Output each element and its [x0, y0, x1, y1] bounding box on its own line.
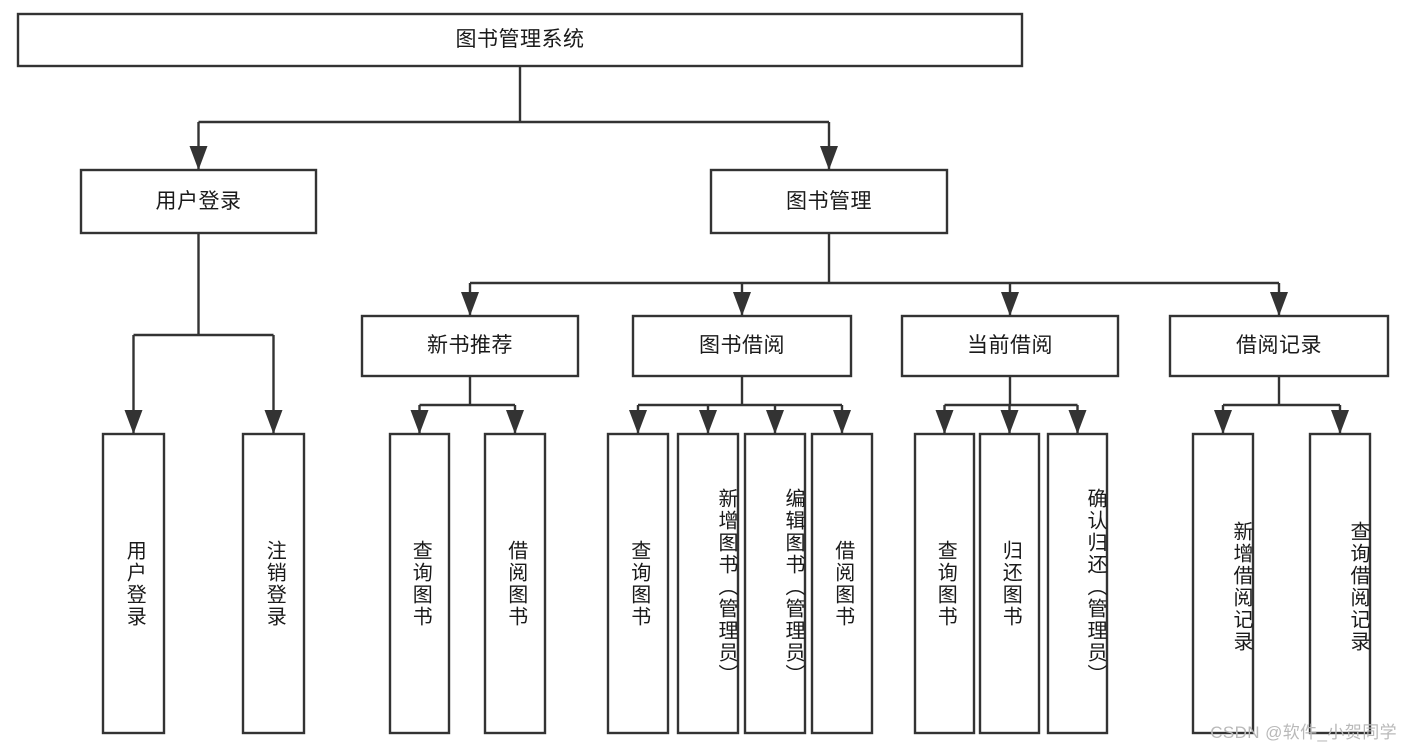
arrow-head-root-0: [189, 146, 208, 170]
arrow-head-l3-record-0: [1214, 410, 1232, 434]
arrow-head-l2-user-0: [124, 410, 143, 434]
node-box-l2-book[interactable]: [709, 168, 949, 235]
node-box-leaf-new-query[interactable]: [388, 432, 451, 735]
arrow-head-l3-borrow-0: [629, 410, 647, 434]
arrow-head-l3-new-0: [410, 410, 429, 434]
arrow-head-l2-book-1: [733, 292, 751, 316]
node-box-root[interactable]: [16, 12, 1024, 68]
arrow-head-l3-current-0: [935, 410, 954, 434]
arrow-head-l2-book-2: [1001, 292, 1019, 316]
node-box-leaf-rec-add[interactable]: [1191, 432, 1255, 735]
node-box-l3-record[interactable]: [1168, 314, 1390, 378]
node-box-leaf-borrow-edit[interactable]: [743, 432, 807, 735]
arrow-head-l3-current-2: [1068, 410, 1087, 434]
arrow-head-l3-borrow-3: [833, 410, 851, 434]
node-box-leaf-user-logout[interactable]: [241, 432, 306, 735]
node-box-leaf-new-borrow[interactable]: [483, 432, 547, 735]
node-box-leaf-cur-return[interactable]: [978, 432, 1041, 735]
arrow-head-root-1: [820, 146, 838, 170]
watermark-text: CSDN @软件_小贺同学: [1210, 723, 1397, 742]
arrow-head-l2-user-1: [264, 410, 283, 434]
arrow-head-l3-new-1: [506, 410, 524, 434]
arrow-head-l3-current-1: [1000, 410, 1019, 434]
connector-layer: [124, 66, 1349, 434]
node-box-leaf-borrow-lend[interactable]: [810, 432, 874, 735]
arrow-head-l3-borrow-1: [699, 410, 717, 434]
node-box-leaf-borrow-query[interactable]: [606, 432, 670, 735]
node-box-l3-borrow[interactable]: [631, 314, 853, 378]
node-box-leaf-cur-confirm[interactable]: [1046, 432, 1109, 735]
arrow-head-l3-borrow-2: [766, 410, 784, 434]
node-box-l3-new[interactable]: [360, 314, 580, 378]
node-box-leaf-cur-query[interactable]: [913, 432, 976, 735]
node-box-leaf-borrow-add[interactable]: [676, 432, 740, 735]
node-box-leaf-rec-query[interactable]: [1308, 432, 1372, 735]
node-box-l2-user[interactable]: [79, 168, 318, 235]
box-layer: [16, 12, 1390, 735]
arrow-head-l2-book-3: [1270, 292, 1288, 316]
arrow-head-l2-book-0: [461, 292, 479, 316]
node-box-leaf-user-login[interactable]: [101, 432, 166, 735]
node-box-l3-current[interactable]: [900, 314, 1120, 378]
arrow-head-l3-record-1: [1331, 410, 1349, 434]
